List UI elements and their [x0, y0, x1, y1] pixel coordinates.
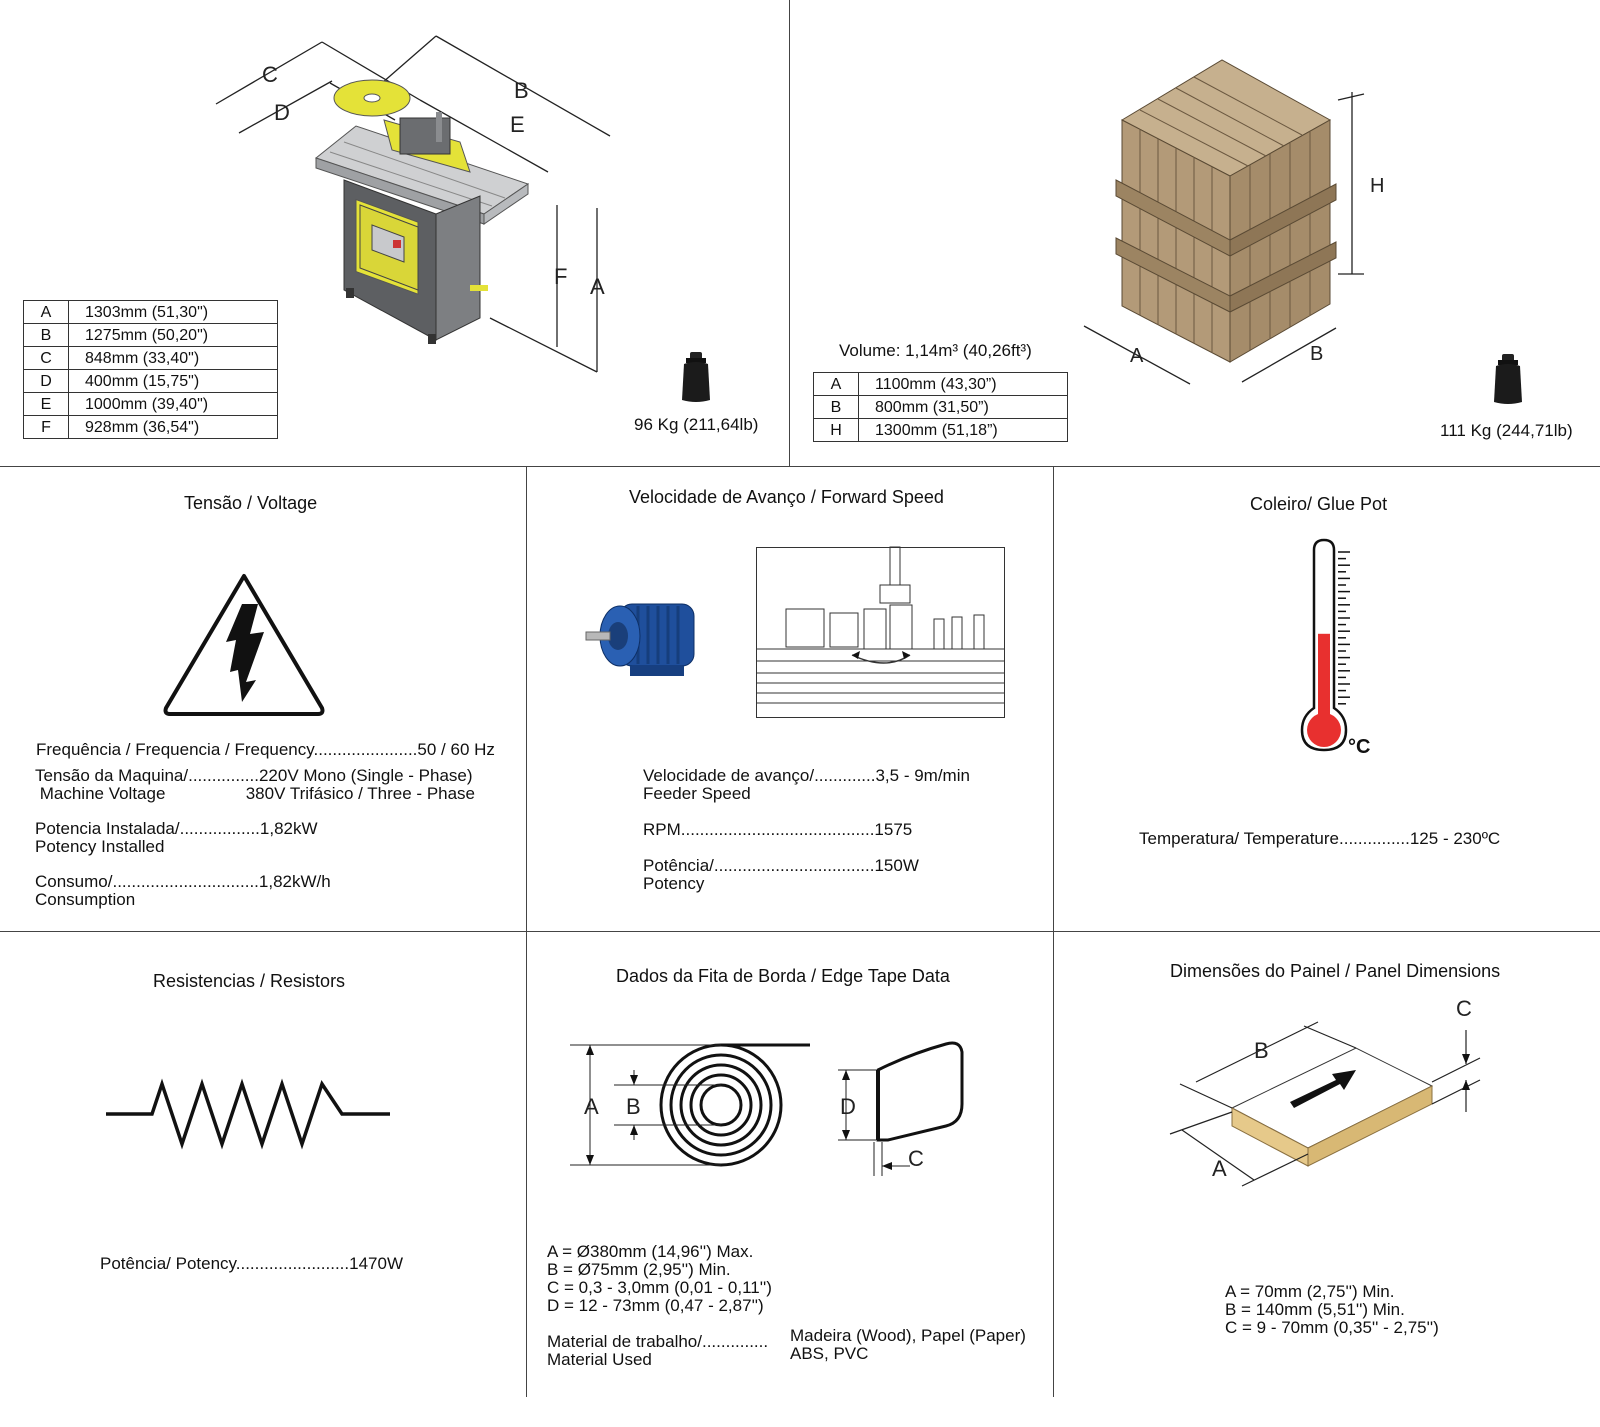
machine-dim-value: 928mm (36,54"): [68, 415, 278, 439]
divider-vertical-2: [1053, 467, 1054, 1397]
machine-dim-key: D: [23, 369, 69, 393]
frequency-spec: Frequência / Frequencia / Frequency.....…: [36, 740, 495, 759]
motor-potency-spec: Potência/...............................…: [643, 856, 919, 893]
divider-horizontal-2: [0, 931, 1600, 932]
panel-label-c: C: [1456, 996, 1472, 1021]
temperature-spec: Temperatura/ Temperature...............1…: [1139, 829, 1501, 848]
celsius-unit: °C: [1348, 736, 1371, 758]
machine-voltage-spec: Tensão da Maquina/...............220V Mo…: [35, 766, 476, 803]
edge-tape-roll-diagram: A B D C: [570, 1041, 964, 1176]
machine-dim-value: 848mm (33,40"): [68, 346, 278, 370]
machine-dim-value: 1000mm (39,40"): [68, 392, 278, 416]
panel-dimensions-title: Dimensões do Painel / Panel Dimensions: [1170, 961, 1501, 981]
crate-weight: 111 Kg (244,71lb): [1440, 421, 1573, 440]
rpm-spec: RPM.....................................…: [643, 820, 913, 839]
weight-icon: [682, 352, 710, 402]
consumption-spec: Consumo/...............................1…: [35, 872, 331, 909]
edge-tape-title: Dados da Fita de Borda / Edge Tape Data: [616, 966, 950, 986]
machine-dim-key: A: [23, 300, 69, 324]
crate-volume: Volume: 1,14m³ (40,26ft³): [839, 341, 1032, 360]
high-voltage-warning-icon: [163, 574, 325, 716]
forward-speed-title: Velocidade de Avanço / Forward Speed: [629, 487, 944, 507]
resistors-title: Resistencias / Resistors: [153, 971, 346, 991]
glue-pot-title: Coleiro/ Glue Pot: [1250, 494, 1388, 514]
edge-tape-specs: A = Ø380mm (14,96'') Max. B = Ø75mm (2,9…: [547, 1242, 772, 1315]
weight-icon: [1494, 354, 1522, 404]
crate-dim-value: 1300mm (51,18”): [858, 418, 1068, 442]
crate-dim-value: 800mm (31,50”): [858, 395, 1068, 419]
panel-board-diagram: B A C: [1169, 996, 1481, 1187]
crate-label-h: H: [1370, 175, 1384, 197]
machine-dim-value: 1303mm (51,30"): [68, 300, 278, 324]
thermometer-icon: [1300, 538, 1350, 752]
edgebander-machine-illustration: C D B E F A: [215, 35, 611, 373]
tape-label-a: A: [584, 1094, 599, 1119]
machine-dim-key: E: [23, 392, 69, 416]
crate-dim-key: A: [813, 372, 859, 396]
crate-label-b: B: [1310, 343, 1323, 365]
machine-dim-value: 1275mm (50,20"): [68, 323, 278, 347]
wooden-crate-illustration: H A B: [1083, 59, 1384, 385]
tape-label-c: C: [908, 1146, 924, 1171]
machine-dim-key: F: [23, 415, 69, 439]
panel-label-b: B: [1254, 1038, 1269, 1063]
tape-label-d: D: [840, 1094, 856, 1119]
crate-dim-key: H: [813, 418, 859, 442]
installed-power-spec: Potencia Instalada/.................1,82…: [35, 819, 318, 856]
electric-motor-icon: [585, 603, 695, 676]
panel-dimension-specs: A = 70mm (2,75'') Min. B = 140mm (5,51''…: [1225, 1282, 1439, 1337]
crate-dim-key: B: [813, 395, 859, 419]
machine-dim-value: 400mm (15,75"): [68, 369, 278, 393]
dim-label-e: E: [510, 112, 525, 137]
machine-dim-key: C: [23, 346, 69, 370]
tape-label-b: B: [626, 1094, 641, 1119]
dim-label-d: D: [274, 100, 290, 125]
dim-label-f: F: [554, 264, 567, 289]
material-used-label: Material de trabalho/.............. Mate…: [547, 1332, 769, 1369]
resistor-symbol-icon: [106, 1078, 390, 1150]
material-used-value: Madeira (Wood), Papel (Paper) ABS, PVC: [790, 1326, 1026, 1363]
dim-label-c: C: [262, 62, 278, 87]
divider-top-vertical: [789, 0, 790, 467]
panel-label-a: A: [1212, 1156, 1227, 1181]
feeder-speed-spec: Velocidade de avanço/.............3,5 - …: [643, 766, 970, 803]
feeder-mechanism-diagram: [756, 546, 1005, 718]
crate-dim-value: 1100mm (43,30”): [858, 372, 1068, 396]
machine-dim-key: B: [23, 323, 69, 347]
voltage-title: Tensão / Voltage: [184, 493, 318, 513]
machine-weight: 96 Kg (211,64lb): [634, 415, 759, 434]
divider-vertical-1: [526, 467, 527, 1397]
crate-label-a: A: [1130, 345, 1144, 367]
dim-label-a: A: [590, 274, 605, 299]
resistor-potency-spec: Potência/ Potency.......................…: [100, 1254, 403, 1273]
divider-horizontal-1: [0, 466, 1600, 467]
dim-label-b: B: [514, 78, 529, 103]
